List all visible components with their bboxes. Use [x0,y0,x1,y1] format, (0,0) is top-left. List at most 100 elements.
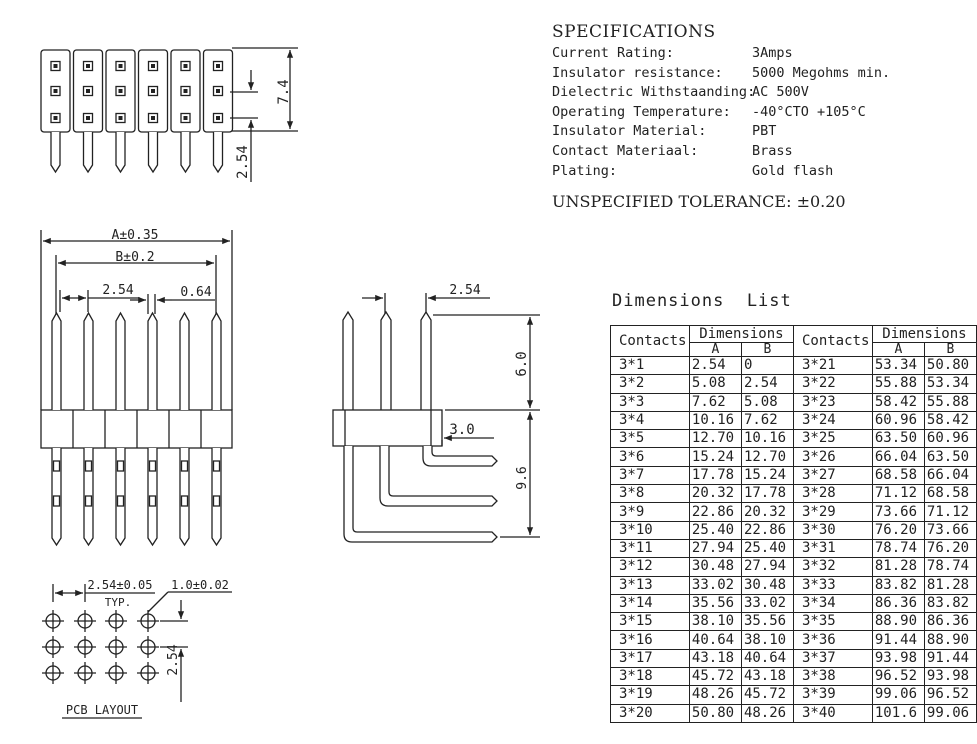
table-cell: 55.88 [871,374,925,394]
table-cell: 66.04 [871,447,925,467]
table-cell: 3*26 [792,447,873,467]
table-cell: 25.40 [740,538,794,559]
table-cell: 53.34 [923,374,977,394]
table-cell: 3*40 [792,703,873,723]
table-cell: 50.80 [923,355,977,376]
table-cell: 63.50 [923,447,977,467]
table-cell: 86.36 [923,612,977,632]
pcb-hole [105,636,127,658]
pcb-hole [105,662,127,684]
table-cell: 5.08 [740,392,794,412]
table-cell: 5.08 [688,374,742,394]
table-cell: 66.04 [923,465,977,486]
table-cell: 22.86 [740,520,794,540]
tolerance-note: UNSPECIFIED TOLERANCE: ±0.20 [552,192,846,211]
table-cell: 96.52 [923,685,977,705]
table-cell: 3*10 [610,520,690,540]
spec-value: PBT [752,123,777,140]
spec-row: Plating:Gold flash [552,162,890,182]
table-cell: 10.16 [688,410,742,431]
spec-value: -40°CTO +105°C [752,103,866,120]
dimensions-table: Contacts Dimensions Contacts Dimensions … [610,325,977,723]
front-view-pin [83,311,94,547]
table-cell: 50.80 [688,703,742,723]
spec-label: Current Rating: [552,45,674,61]
table-cell: 73.66 [871,502,925,522]
table-cell: 101.6 [871,703,925,723]
table-cell: 15.24 [740,465,794,486]
top-view-column [137,49,169,174]
header-dimensions: Dimensions [688,325,794,343]
table-cell: 48.26 [688,685,742,705]
table-cell: 3*23 [792,392,873,412]
table-cell: 43.18 [688,648,742,669]
table-cell: 17.78 [688,465,742,486]
table-cell: 3*34 [792,593,873,614]
table-cell: 10.16 [740,429,794,449]
spec-value: Brass [752,142,793,159]
table-cell: 43.18 [740,667,794,687]
top-pitch-label: 2.54 [235,145,251,179]
table-cell: 71.12 [871,484,925,504]
table-cell: 68.58 [923,484,977,504]
header-contacts: Contacts [610,325,690,357]
table-cell: 91.44 [871,630,925,650]
pcb-pitch-label: 2.54±0.05 [87,578,152,592]
header-b-2: B [923,342,977,357]
table-cell: 25.40 [688,520,742,540]
top-view-column [40,49,71,174]
table-cell: 3*37 [792,648,873,669]
table-cell: 3*16 [610,630,690,650]
table-cell: 93.98 [923,667,977,687]
table-cell: 3*27 [792,465,873,486]
dim-a-label: A±0.35 [112,228,159,243]
table-cell: 3*36 [792,630,873,650]
table-cell: 2.54 [740,374,794,394]
spec-row: Insulator Material:PBT [552,122,890,142]
table-cell: 45.72 [688,667,742,687]
pcb-hole [42,662,64,684]
table-cell: 27.94 [740,557,794,577]
top-view: 7.4 2.54 [40,47,298,182]
pcb-hole [137,610,159,632]
table-cell: 86.36 [871,593,925,614]
header-dimensions-2: Dimensions [871,325,977,343]
table-cell: 71.12 [923,502,977,522]
top-view-column [72,49,104,174]
table-cell: 3*30 [792,520,873,540]
table-cell: 40.64 [740,648,794,669]
pcb-hole [74,662,96,684]
table-cell: 60.96 [871,410,925,431]
pcb-hole [74,610,96,632]
table-cell: 3*33 [792,575,873,595]
table-cell: 2.54 [688,355,742,376]
pcb-hole [42,610,64,632]
table-cell: 76.20 [871,520,925,540]
table-cell: 38.10 [740,630,794,650]
table-cell: 27.94 [688,538,742,559]
table-cell: 55.88 [923,392,977,412]
table-cell: 3*2 [610,374,690,394]
spec-label: Operating Temperature: [552,103,731,120]
spec-row: Contact Materiaal:Brass [552,142,890,162]
table-cell: 96.52 [871,667,925,687]
spec-value: Gold flash [752,162,834,179]
table-cell: 73.66 [923,520,977,540]
table-cell: 7.62 [740,410,794,431]
table-cell: 3*15 [610,612,690,632]
table-cell: 17.78 [740,484,794,504]
pcb-hole [42,636,64,658]
table-cell: 38.10 [688,612,742,632]
